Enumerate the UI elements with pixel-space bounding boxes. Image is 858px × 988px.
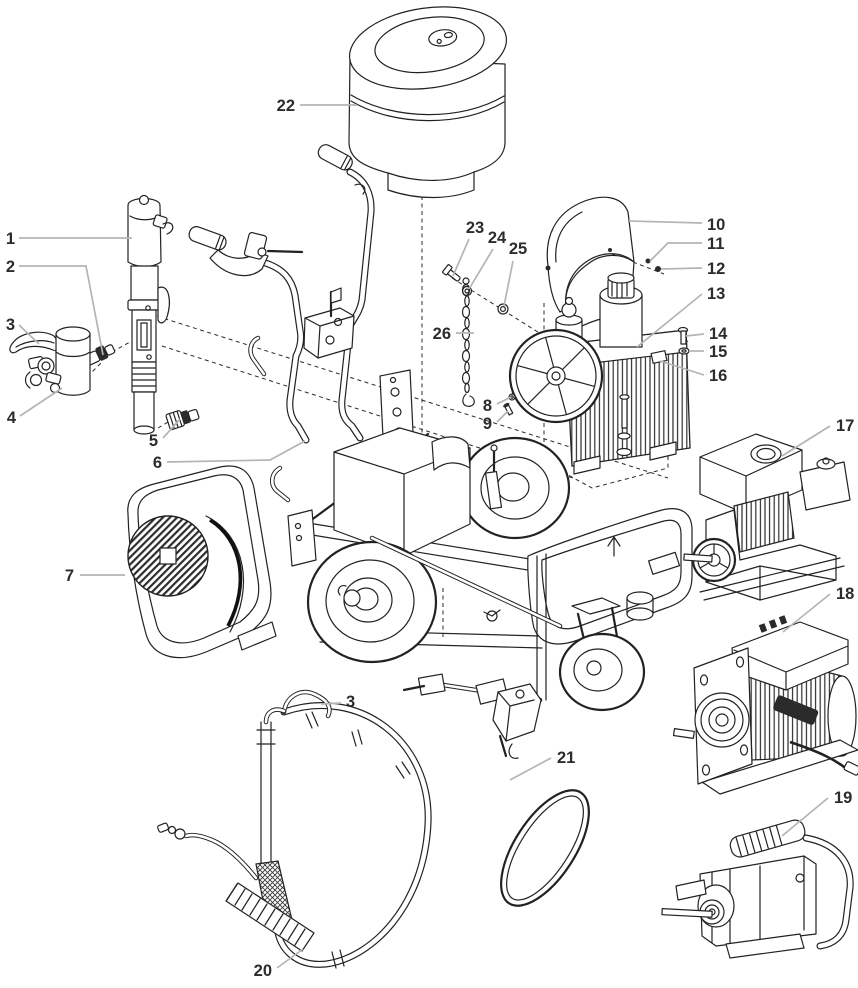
belt-guard xyxy=(127,465,277,659)
callout-number-7: 7 xyxy=(65,567,74,585)
chain xyxy=(461,277,475,407)
callout-number-16: 16 xyxy=(709,367,727,385)
callout-leader-20 xyxy=(276,948,304,969)
spray-gun-assembly xyxy=(127,194,174,435)
callout-leader-24 xyxy=(468,248,494,290)
hose-fitting xyxy=(165,408,200,431)
filter-cup xyxy=(24,326,91,396)
callout-number-20: 20 xyxy=(254,962,272,980)
callout-leader-14 xyxy=(685,333,705,337)
callout-number-3: 3 xyxy=(346,693,355,711)
callout-number-13: 13 xyxy=(707,285,725,303)
callout-layer: 1234567891011121314151617181920212223242… xyxy=(6,97,855,980)
callout-leader-11 xyxy=(649,242,702,262)
callout-leader-23 xyxy=(452,238,470,277)
callout-leader-3 xyxy=(320,702,342,705)
callout-leader-21 xyxy=(509,757,552,781)
suction-hose-assembly xyxy=(157,689,432,969)
pail-bracket xyxy=(9,331,63,354)
callout-leader-3 xyxy=(18,324,40,345)
callout-leader-13 xyxy=(636,293,703,348)
callout-leader-17 xyxy=(781,425,831,457)
callout-number-21: 21 xyxy=(557,749,575,767)
callout-number-4: 4 xyxy=(7,409,17,427)
callout-number-5: 5 xyxy=(149,432,158,450)
callout-leader-2 xyxy=(19,265,104,356)
callout-leader-16 xyxy=(659,360,705,376)
callout-leader-9 xyxy=(496,410,509,423)
callout-number-19: 19 xyxy=(834,789,852,807)
callout-leader-8 xyxy=(496,396,512,405)
drive-motor xyxy=(661,819,854,959)
callout-number-23: 23 xyxy=(466,219,484,237)
callout-leader-19 xyxy=(781,797,829,837)
pump-assembly xyxy=(508,272,691,475)
callout-number-15: 15 xyxy=(709,343,727,361)
callout-number-24: 24 xyxy=(488,229,507,247)
callout-leader-5 xyxy=(162,418,181,439)
callout-number-26: 26 xyxy=(433,325,451,343)
callout-leader-10 xyxy=(628,220,703,224)
callout-number-11: 11 xyxy=(707,235,724,253)
callout-number-9: 9 xyxy=(483,415,492,433)
callout-number-10: 10 xyxy=(707,216,725,234)
callout-number-3: 3 xyxy=(6,316,15,334)
electric-motor xyxy=(672,615,858,795)
drive-belt xyxy=(500,789,590,907)
callout-number-17: 17 xyxy=(836,417,854,435)
callout-number-18: 18 xyxy=(836,585,854,603)
callout-number-1: 1 xyxy=(6,230,15,248)
hopper-assembly xyxy=(348,6,508,199)
callout-number-2: 2 xyxy=(6,258,15,276)
callout-number-6: 6 xyxy=(153,454,162,472)
callout-leader-25 xyxy=(503,260,514,307)
callout-number-14: 14 xyxy=(709,325,728,343)
callout-number-22: 22 xyxy=(277,97,295,115)
callout-leader-4 xyxy=(19,387,63,417)
callout-leader-18 xyxy=(782,593,831,633)
cart-frame xyxy=(287,427,693,759)
callout-number-8: 8 xyxy=(483,397,492,415)
callout-leader-12 xyxy=(660,267,703,270)
callout-leader-6 xyxy=(166,440,306,463)
callout-number-12: 12 xyxy=(707,260,725,278)
callout-number-25: 25 xyxy=(509,240,527,258)
gas-engine xyxy=(683,433,851,601)
